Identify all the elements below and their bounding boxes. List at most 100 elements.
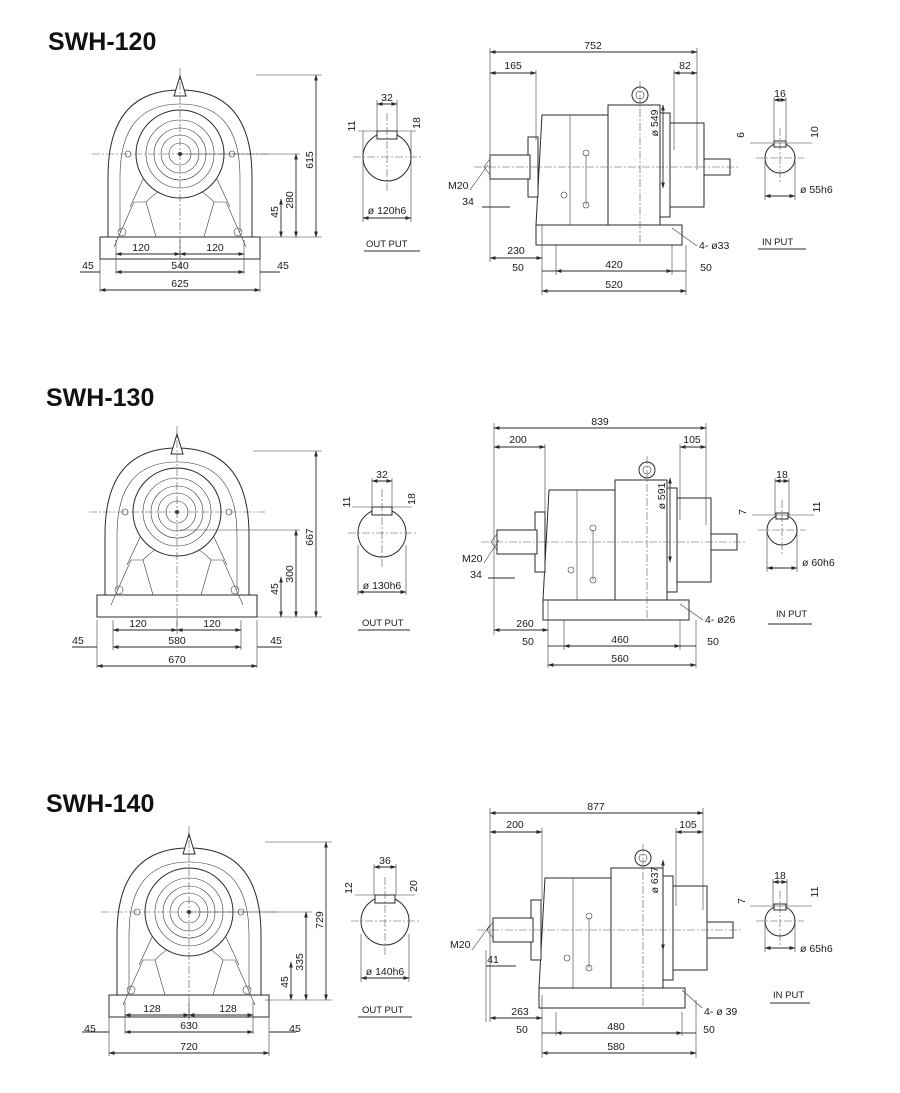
dim-base: 45 [269,206,281,218]
key-depth-right: 20 [408,880,420,892]
input-label: IN PUT [776,609,807,620]
dim-out-shaft: 200 [506,819,524,831]
input-label: IN PUT [762,237,793,248]
key-width: 16 [774,88,786,100]
key-width: 32 [381,92,393,104]
dim-thread-depth: 34 [462,196,474,208]
side-view: 877 200 105 ø 637 M20 41 263 50 480 50 5… [450,801,744,1058]
key-depth-right: 18 [406,493,418,505]
dim-left: 45 [84,1023,96,1035]
dim-center: 280 [284,191,296,209]
dim-mount-right: 50 [700,262,712,274]
dim-thread-depth: 41 [487,954,499,966]
key-depth-right: 11 [811,501,823,512]
input-label: IN PUT [773,990,804,1001]
hole-spec: 4- ø26 [705,614,736,626]
dim-bolt-left: 120 [132,242,150,254]
thread-label: M20 [448,180,469,192]
dim-center: 300 [284,565,296,583]
input-shaft-view: 16 6 10 ø 55h6 IN PUT [735,88,833,250]
dim-flange: ø 591 [656,482,668,509]
dim-bolt-right: 120 [203,618,221,630]
key-depth-left: 6 [735,132,747,138]
dim-total: 670 [168,654,186,666]
dim-right: 45 [270,635,282,647]
dim-base: 45 [279,976,291,988]
dim-width: 630 [180,1020,198,1032]
shaft-diameter: ø 130h6 [363,580,402,592]
dim-in-shaft: 105 [683,434,701,446]
key-depth-left: 11 [341,496,353,507]
shaft-diameter: ø 140h6 [366,966,405,978]
dim-bolt-left: 120 [129,618,147,630]
model-title: SWH-120 [48,28,156,56]
output-label: OUT PUT [366,239,408,250]
thread-label: M20 [462,553,483,565]
dim-length: 877 [587,801,605,813]
output-shaft-view: 32 11 18 ø 120h6 OUT PUT [346,92,423,252]
dim-base-offset: 260 [516,618,534,630]
front-view: 667 300 45 120 120 580 45 45 670 [72,425,322,668]
dim-mount: 460 [611,634,629,646]
key-depth-left: 11 [346,120,358,131]
dim-height: 615 [304,151,316,169]
dim-mount-left: 50 [516,1024,528,1036]
dim-mount-right: 50 [707,636,719,648]
output-shaft-view: 36 12 20 ø 140h6 OUT PUT [343,855,420,1018]
dim-in-shaft: 105 [679,819,697,831]
dim-flange: ø 549 [649,109,661,136]
dim-base-length: 580 [607,1041,625,1053]
dim-bolt-left: 128 [143,1003,161,1015]
model-section: SWH-140 729 335 45 128 128 630 45 45 720 [46,790,833,1058]
dim-height: 667 [304,528,316,546]
front-view: 615 280 45 120 120 540 45 45 625 [80,67,322,292]
dim-base-offset: 263 [511,1006,529,1018]
shaft-diameter: ø 65h6 [800,943,833,955]
key-width: 18 [774,870,786,882]
dim-total: 625 [171,278,189,290]
key-depth-left: 12 [343,882,355,894]
dim-width: 540 [171,260,189,272]
hole-spec: 4- ø33 [699,240,730,252]
side-view: 839 200 105 ø 591 M20 34 260 50 460 50 5… [462,416,748,668]
input-shaft-view: 18 7 11 ø 65h6 IN PUT [736,870,833,1004]
dim-length: 839 [591,416,609,428]
model-section: SWH-130 667 300 45 120 120 580 45 45 670 [46,384,835,668]
input-shaft-view: 18 7 11 ø 60h6 IN PUT [737,469,835,625]
dim-total: 720 [180,1041,198,1053]
dim-base-length: 520 [605,279,623,291]
key-width: 36 [379,855,391,867]
model-section: SWH-120 615 280 45 120 120 540 45 45 625 [48,28,833,295]
key-width: 18 [776,469,788,481]
dim-mount-left: 50 [522,636,534,648]
key-depth-right: 10 [809,126,821,138]
dim-mount-left: 50 [512,262,524,274]
dim-base-offset: 230 [507,245,525,257]
dim-width: 580 [168,635,186,647]
output-label: OUT PUT [362,618,404,629]
hole-spec: 4- ø 39 [704,1006,737,1018]
key-depth-right: 18 [411,117,423,129]
dim-out-shaft: 165 [504,60,522,72]
dim-left: 45 [82,260,94,272]
dim-in-shaft: 82 [679,60,691,72]
dim-bolt-right: 120 [206,242,224,254]
shaft-diameter: ø 120h6 [368,205,407,217]
dim-flange: ø 637 [649,866,661,893]
thread-label: M20 [450,939,471,951]
key-width: 32 [376,469,388,481]
dim-right: 45 [289,1023,301,1035]
dim-mount: 480 [607,1021,625,1033]
dim-mount: 420 [605,259,623,271]
dim-length: 752 [584,40,602,52]
model-title: SWH-130 [46,384,154,412]
shaft-diameter: ø 55h6 [800,184,833,196]
key-depth-left: 7 [737,509,749,515]
dim-out-shaft: 200 [509,434,527,446]
dim-base-length: 560 [611,653,629,665]
dim-mount-right: 50 [703,1024,715,1036]
dim-bolt-right: 128 [219,1003,237,1015]
output-label: OUT PUT [362,1005,404,1016]
